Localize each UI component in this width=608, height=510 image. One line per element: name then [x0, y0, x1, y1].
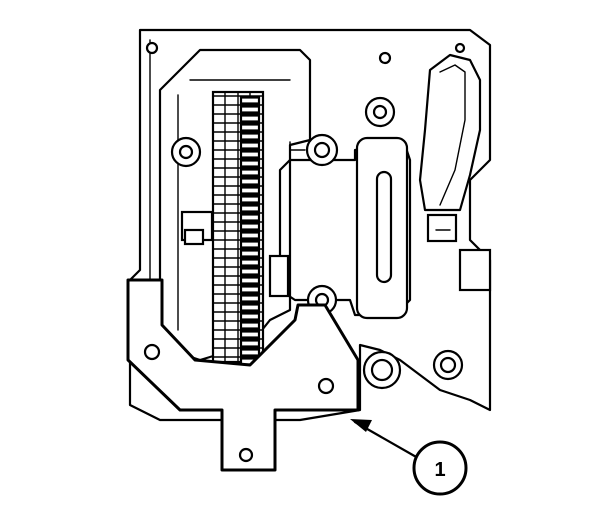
chain-link-plate [239, 96, 261, 105]
chain-link-plate [239, 249, 261, 258]
tool-hole-left [143, 343, 161, 361]
chain-link-plate [239, 312, 261, 321]
lower-bolt-pads [362, 349, 464, 390]
chain-link-plate [239, 159, 261, 168]
chain-link-plate [239, 150, 261, 159]
tensioner-slot [375, 170, 393, 284]
sprocket-hub [170, 136, 214, 246]
callout-bubble [412, 440, 468, 496]
callout-number: 1 [434, 459, 445, 481]
engine-block [128, 28, 492, 422]
bolt-hole-top [378, 51, 392, 65]
chain-link-plate [239, 222, 261, 231]
tool-hole-bottom [238, 447, 254, 463]
chain-link-plate [239, 276, 261, 285]
bolt-hole-top-left [145, 41, 159, 55]
tool-hole-right [317, 377, 335, 395]
chain-link-plate [239, 303, 261, 312]
callout-1: 1 [350, 419, 468, 496]
tensioner [268, 96, 412, 320]
guide-block [426, 213, 458, 243]
chain-link-plate [239, 258, 261, 267]
chain-link-plate [239, 141, 261, 150]
timing-chain [211, 90, 265, 366]
chain-link-plate [239, 114, 261, 123]
chain-link-plate [239, 186, 261, 195]
chain-link-plate [239, 213, 261, 222]
chain-link-plate [239, 123, 261, 132]
chain-link-plate [239, 240, 261, 249]
chain-link-plate [239, 321, 261, 330]
holding-tool [126, 278, 360, 472]
chain-link-plate [239, 105, 261, 114]
chain-link-plate [239, 231, 261, 240]
chain-link-plate [239, 330, 261, 339]
chain-link-plate [239, 204, 261, 213]
chain-link-plate [239, 267, 261, 276]
chain-link-plate [239, 285, 261, 294]
arrow-head [350, 419, 372, 432]
chain-guide-arm [418, 53, 492, 292]
chain-link-plate [239, 339, 261, 348]
chain-link-plate [239, 294, 261, 303]
chain-link-plate [239, 168, 261, 177]
chain-link-plate [239, 195, 261, 204]
chain-link-plate [239, 132, 261, 141]
chain-link-plate [239, 177, 261, 186]
bolt-hole-top-right [454, 42, 466, 54]
chain-link-plate [239, 348, 261, 357]
